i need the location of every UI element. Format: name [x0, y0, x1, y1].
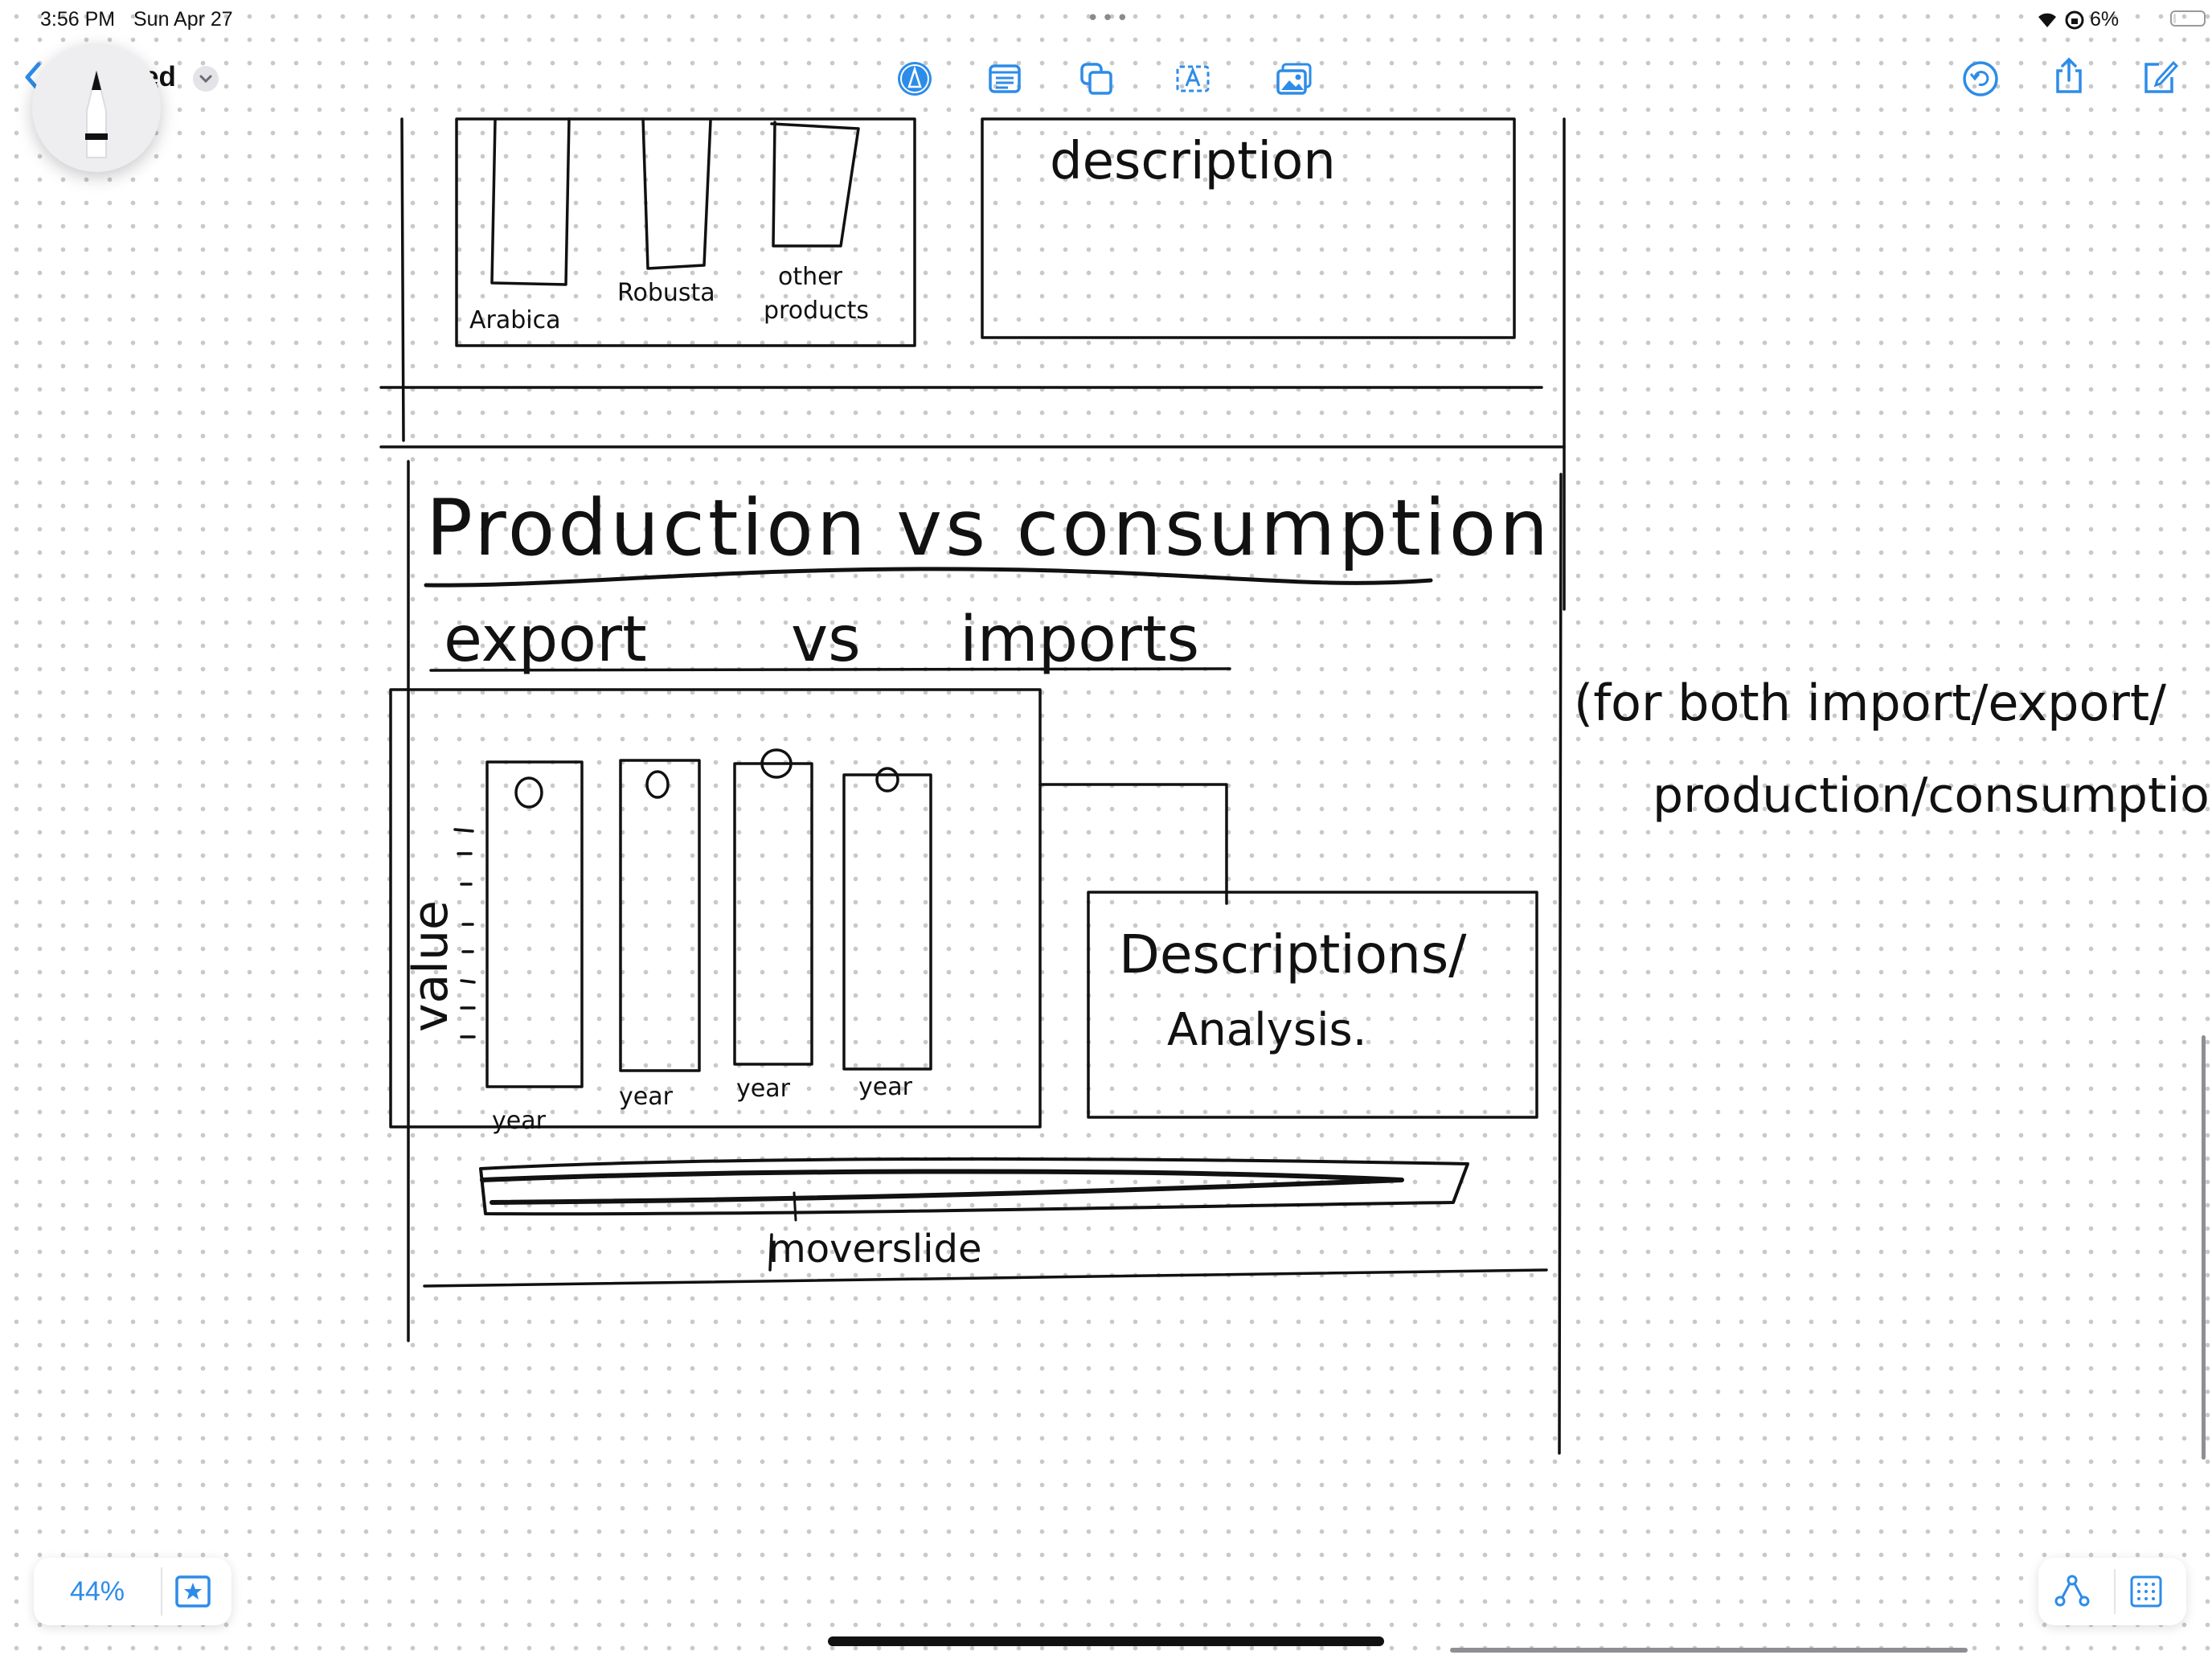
connector-line [1038, 783, 1228, 905]
chart-year-label-4: year [858, 1073, 913, 1101]
top-bar-label-products: products [764, 297, 869, 325]
undo-icon[interactable] [1958, 56, 2003, 101]
subtitle-export: export [444, 604, 647, 676]
back-icon[interactable] [11, 55, 56, 100]
top-bar-label-robusta: Robusta [617, 279, 715, 307]
chart-bar-marker-4 [875, 767, 899, 793]
chart-year-label-2: year [619, 1083, 674, 1111]
chart-bar-marker-1 [514, 776, 543, 809]
top-bar-label-other: other [778, 263, 843, 291]
tools-divider [2114, 1569, 2116, 1614]
chart-bar-3 [733, 762, 813, 1066]
chart-axis-ticks [453, 828, 476, 1038]
subtitle-imports: imports [960, 604, 1199, 676]
status-date: Sun Apr 27 [133, 8, 233, 31]
top-bar-robusta [641, 117, 712, 270]
slider-sketch [479, 1157, 1469, 1272]
subtitle-underline [429, 667, 1231, 672]
chart-bar-marker-2 [645, 770, 670, 799]
chart-axis-label: value [403, 900, 459, 1032]
sketch-chart-box [389, 688, 1042, 1129]
frame-right-line-lower [1558, 473, 1563, 1455]
top-description-text: description [1050, 132, 1336, 191]
grid-icon[interactable] [2127, 1572, 2165, 1615]
chart-year-label-3: year [736, 1075, 791, 1103]
text-box-icon[interactable] [982, 56, 1027, 101]
home-indicator[interactable] [828, 1636, 1384, 1646]
horizontal-scrollbar[interactable] [1450, 1648, 1968, 1653]
side-note-line-1: (for both import/export/ [1574, 674, 2166, 732]
side-note-line-2: production/consumption [1653, 768, 2212, 824]
top-bar-label-arabica: Arabica [469, 306, 561, 334]
media-icon[interactable] [1272, 56, 1317, 101]
analysis-subtitle: Analysis. [1167, 1004, 1367, 1056]
chart-bar-1 [485, 760, 584, 1088]
chart-bar-marker-3 [760, 748, 793, 779]
share-icon[interactable] [2046, 53, 2091, 98]
frame-left-line [400, 117, 405, 442]
wifi-icon [2035, 10, 2059, 33]
analysis-box [1087, 891, 1538, 1119]
battery-percent: 6% [2090, 8, 2120, 31]
top-bar-arabica [490, 117, 571, 286]
title-menu-chevron-icon[interactable] [193, 66, 219, 92]
chart-bar-4 [842, 773, 932, 1071]
top-chart-box [455, 117, 916, 347]
multitasking-dots-icon[interactable]: ••• [1087, 6, 1132, 31]
chart-bar-2 [619, 759, 701, 1072]
subtitle-vs: vs [791, 604, 861, 676]
shapes-icon[interactable] [1074, 56, 1119, 101]
new-board-icon[interactable] [2136, 55, 2181, 100]
top-description-box [981, 117, 1516, 339]
divider-line-bottom [423, 1268, 1548, 1288]
battery-icon [2170, 10, 2206, 27]
top-bar-other [770, 121, 860, 248]
connector-icon[interactable] [2053, 1572, 2091, 1615]
status-time: 3:56 PM [40, 8, 116, 31]
zoom-divider [161, 1567, 162, 1616]
analysis-title: Descriptions/ [1119, 924, 1467, 985]
slider-label: moverslide [768, 1227, 981, 1272]
pen-markup-icon[interactable] [892, 56, 937, 101]
chart-year-label-1: year [492, 1107, 547, 1135]
star-icon[interactable] [174, 1572, 212, 1615]
section-title: Production vs consumption [426, 483, 1551, 573]
text-insert-icon[interactable] [1170, 56, 1215, 101]
vertical-scrollbar[interactable] [2202, 1035, 2206, 1460]
title-underline [424, 567, 1433, 588]
zoom-level-button[interactable]: 44% [69, 1576, 125, 1607]
pencil-tool-icon[interactable] [32, 43, 161, 172]
orientation-lock-icon [2064, 10, 2085, 35]
